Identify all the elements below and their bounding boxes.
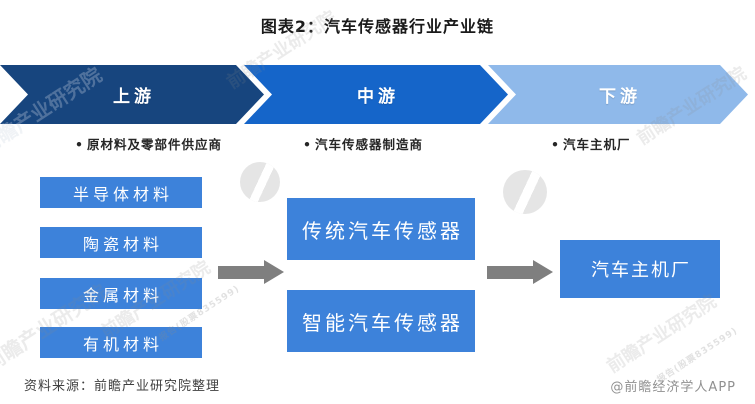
page-title: 图表2：汽车传感器行业产业链 (260, 17, 495, 36)
box-semiconductor-materials: 半导体材料 (40, 177, 202, 208)
role-midstream-manufacturers: 汽车传感器制造商 (303, 134, 423, 153)
box-metal-materials: 金属材料 (40, 278, 202, 309)
chevron-upstream: 上游 (0, 65, 264, 124)
chevron-downstream-label: 下游 (599, 87, 641, 107)
chevron-midstream-label: 中游 (357, 87, 399, 107)
arrow-head-icon (264, 260, 284, 284)
arrow-tail (487, 266, 535, 279)
watermark-text: 前瞻产业研究院 (603, 291, 721, 378)
qianzhan-logo-icon (503, 170, 547, 214)
box-traditional-auto-sensors: 传统汽车传感器 (287, 198, 475, 260)
qianzhan-logo-icon (240, 162, 280, 202)
box-ceramic-materials: 陶瓷材料 (40, 227, 202, 258)
app-credit: @前瞻经济学人APP (610, 380, 736, 395)
arrow-tail (218, 266, 266, 279)
role-downstream-oem: 汽车主机厂 (551, 134, 631, 153)
box-smart-auto-sensors: 智能汽车传感器 (287, 290, 475, 352)
role-upstream-suppliers: 原材料及零部件供应商 (75, 134, 222, 153)
chevron-midstream: 中游 (244, 65, 508, 124)
flow-arrow-upstream-to-midstream (218, 260, 284, 285)
box-auto-oem: 汽车主机厂 (560, 240, 720, 298)
chevron-upstream-label: 上游 (113, 87, 155, 107)
arrow-head-icon (533, 260, 553, 284)
source-note: 资料来源：前瞻产业研究院整理 (24, 379, 221, 394)
chevron-downstream: 下游 (488, 65, 748, 124)
flow-arrow-midstream-to-downstream (487, 260, 553, 285)
box-organic-materials: 有机材料 (40, 327, 202, 358)
